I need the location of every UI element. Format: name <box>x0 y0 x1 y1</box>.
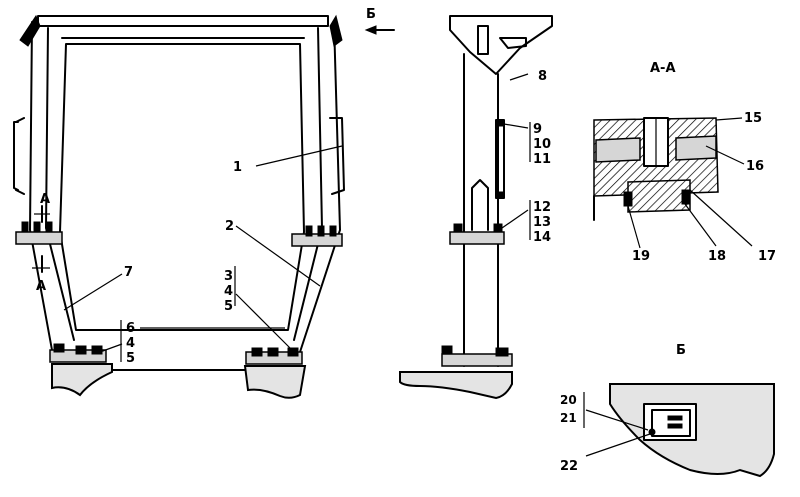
label-17: 17 <box>758 249 776 264</box>
left-mount-plate <box>15 231 63 245</box>
right-inner-post <box>293 27 323 341</box>
view-b-slot-2 <box>667 423 683 429</box>
right-mount-plate <box>291 233 343 247</box>
label-13: 13 <box>533 215 551 230</box>
label-7: 7 <box>124 265 133 280</box>
post-top-lug <box>477 25 489 55</box>
bolt-br-3 <box>287 347 299 357</box>
side-view: 8 9 10 11 12 13 14 <box>399 15 553 400</box>
post-stub <box>471 179 489 231</box>
label-10: 10 <box>533 137 551 152</box>
label-14: 14 <box>533 230 551 245</box>
roof-bracket-left <box>19 14 41 47</box>
strap-bolt-bottom <box>496 191 504 199</box>
label-5b: 5 <box>126 351 135 366</box>
strap-bolt-top <box>496 119 504 127</box>
leader-17 <box>689 189 753 247</box>
leader-8 <box>509 73 529 81</box>
post-bottom-plate <box>441 353 513 367</box>
bolt-left-1 <box>21 221 29 233</box>
bolt-left-3 <box>45 221 53 233</box>
leader-3 <box>235 293 293 351</box>
label-8: 8 <box>538 69 547 84</box>
leader-7 <box>63 273 123 311</box>
label-21: 21 <box>560 411 577 425</box>
front-base-left <box>51 363 113 397</box>
section-washer-left <box>623 191 633 207</box>
view-b: Б 20 21 22 <box>560 343 775 478</box>
view-b-arrow-label: Б <box>366 7 376 22</box>
left-outer-post <box>29 21 53 351</box>
leader-9 <box>503 123 529 129</box>
post-bottom-bolt-1 <box>441 345 453 355</box>
section-a-a: А-А 15 16 17 18 19 <box>593 61 776 264</box>
label-18: 18 <box>708 249 726 264</box>
section-mark-bottom-label: А <box>36 279 46 294</box>
post-mid-bolt-1 <box>453 223 463 233</box>
label-5a: 5 <box>224 299 233 314</box>
leader-16 <box>705 145 745 165</box>
roof-bracket-right <box>329 14 343 47</box>
bolt-right-1 <box>305 225 313 237</box>
left-handle <box>13 117 25 195</box>
section-lower-flange <box>627 179 691 213</box>
bolt-bl-1 <box>53 343 65 353</box>
bolt-br-2 <box>267 347 279 357</box>
view-b-arrow: Б <box>364 7 395 35</box>
label-4a: 4 <box>224 284 233 299</box>
bolt-br-1 <box>251 347 263 357</box>
leader-20 <box>585 409 649 431</box>
label-12: 12 <box>533 200 551 215</box>
view-b-title: Б <box>676 343 686 358</box>
leader-1 <box>255 145 343 167</box>
label-1: 1 <box>233 160 242 175</box>
bolt-right-2 <box>317 225 325 237</box>
post-ground <box>399 371 513 400</box>
post-bottom-bolt-2 <box>495 347 509 357</box>
bolt-bl-2 <box>75 345 87 355</box>
right-outer-post <box>299 21 341 353</box>
post-mid-plate <box>449 231 505 245</box>
right-handle <box>329 117 345 195</box>
section-washer-right <box>681 189 691 205</box>
bolt-right-3 <box>329 225 337 237</box>
post-mid-bolt-2 <box>493 223 503 233</box>
bolt-left-2 <box>33 221 41 233</box>
bolt-bl-3 <box>91 345 103 355</box>
label-19: 19 <box>632 249 650 264</box>
section-mark-top-label: А <box>40 192 50 207</box>
label-15: 15 <box>744 111 762 126</box>
section-title: А-А <box>650 61 676 76</box>
label-9: 9 <box>533 122 542 137</box>
roof-bar <box>37 15 329 27</box>
label-2: 2 <box>225 219 234 234</box>
view-b-slot-1 <box>667 415 683 421</box>
view-b-arrow-head <box>364 25 377 35</box>
leader-15 <box>715 117 743 121</box>
post-top-clip <box>499 37 527 49</box>
label-22: 22 <box>560 459 578 474</box>
leader-22 <box>585 433 651 457</box>
window-opening <box>59 43 305 331</box>
view-b-clip-inner <box>651 409 691 437</box>
leader-18 <box>681 199 717 247</box>
label-3: 3 <box>224 269 233 284</box>
label-6: 6 <box>126 321 135 336</box>
front-base-right <box>243 365 307 399</box>
label-16: 16 <box>746 159 764 174</box>
leader-12 <box>501 209 529 229</box>
label-20: 20 <box>560 393 577 407</box>
view-b-rivet <box>648 428 656 436</box>
label-11: 11 <box>533 152 551 167</box>
label-4b: 4 <box>126 336 135 351</box>
leader-19 <box>627 205 641 249</box>
leader-2 <box>235 225 321 287</box>
leader-4 <box>99 343 123 353</box>
section-pad-right <box>675 135 717 161</box>
post-top-bracket <box>449 15 553 75</box>
front-view: А А 1 2 7 3 4 5 6 4 5 <box>13 14 345 399</box>
section-pad-left <box>595 137 641 163</box>
